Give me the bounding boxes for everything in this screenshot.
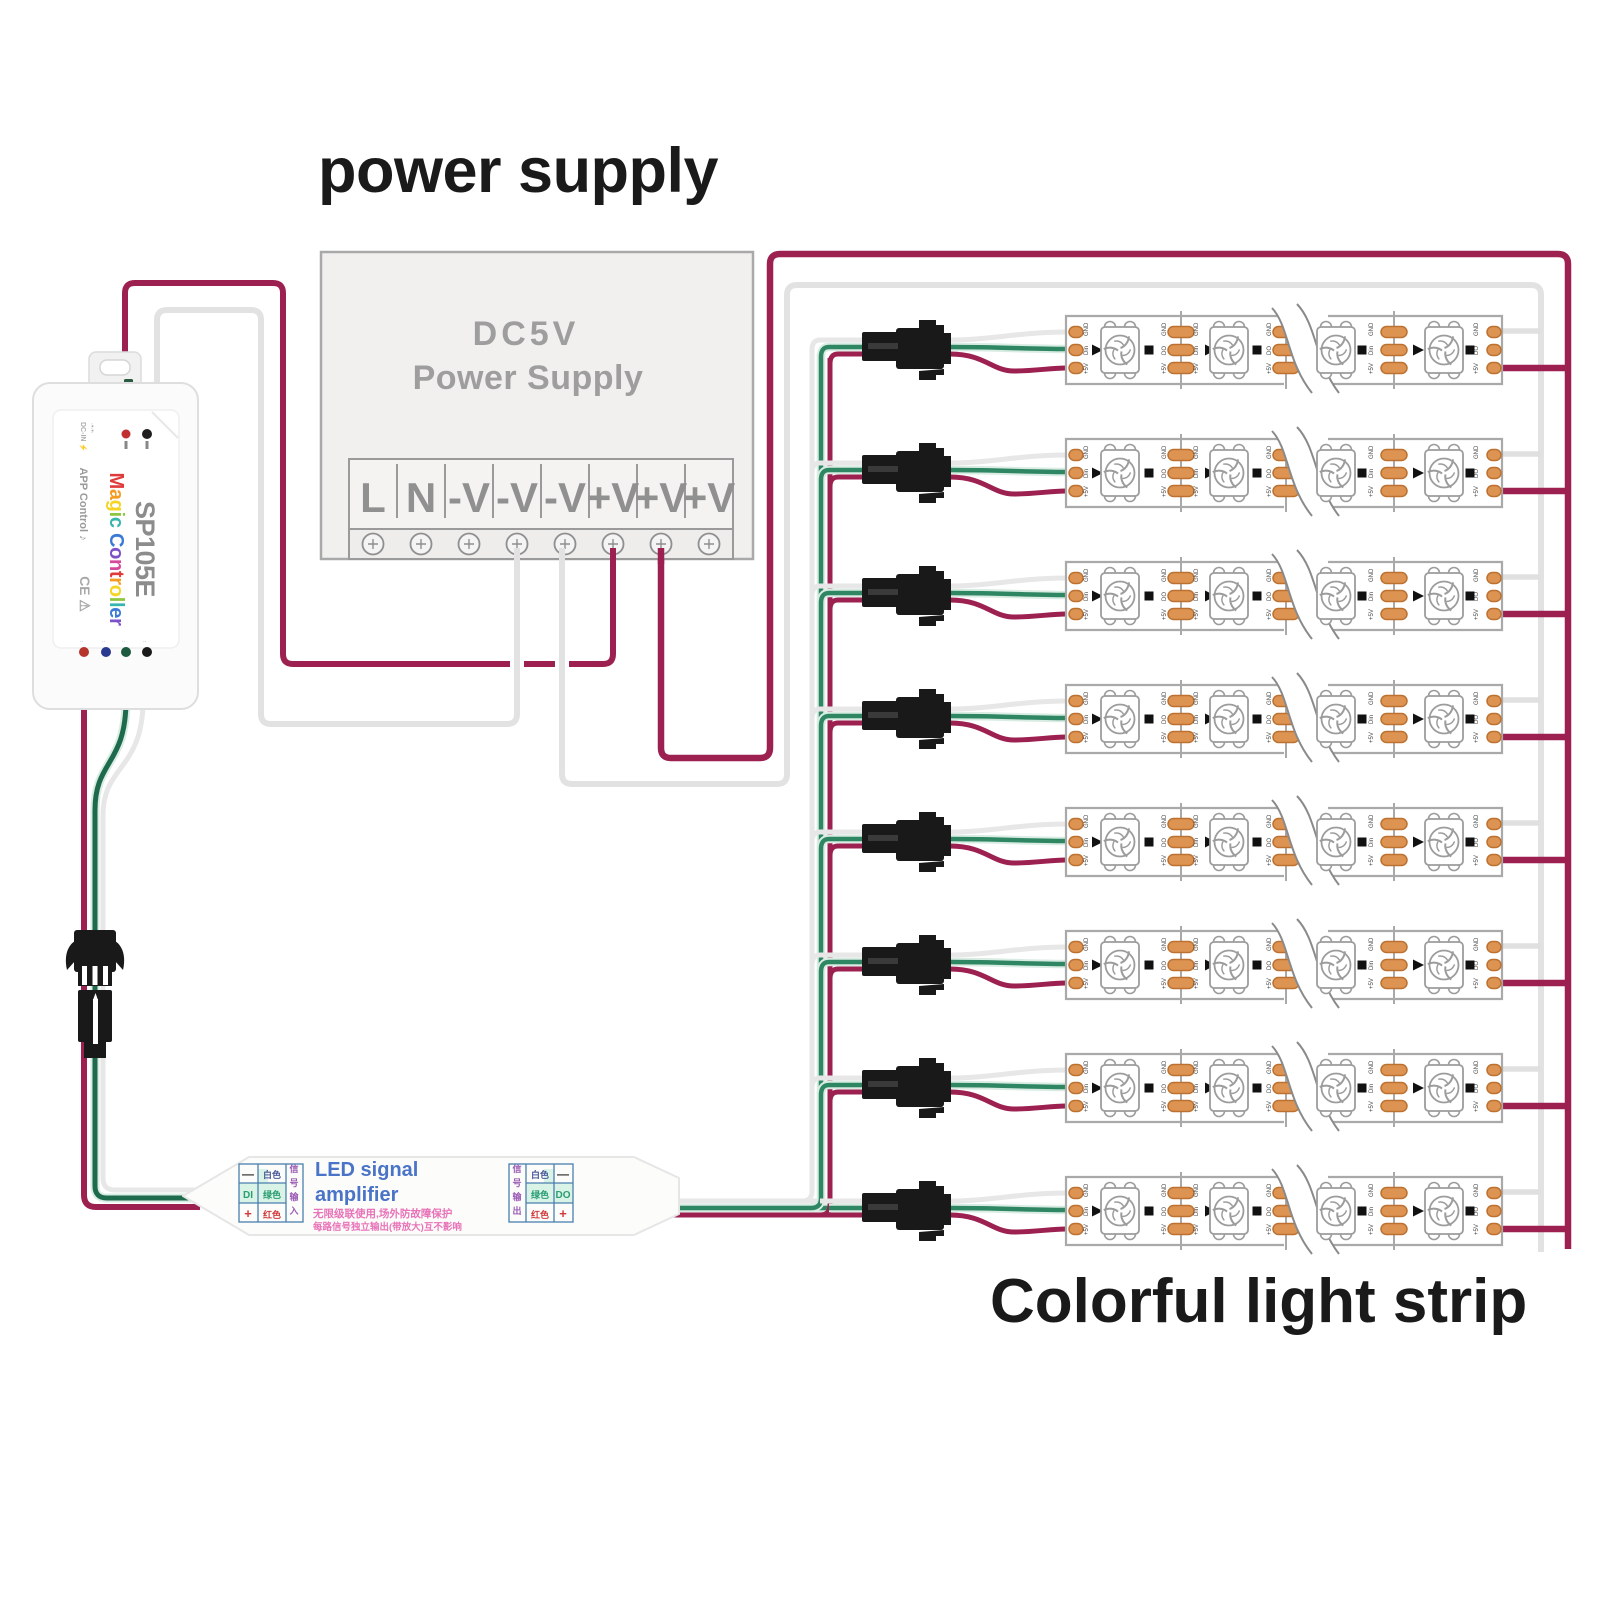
svg-text:白色: 白色 (531, 1169, 549, 1180)
svg-text:+V: +V (635, 474, 688, 521)
svg-text:CE ⚠: CE ⚠ (77, 576, 93, 612)
svg-text:—: — (242, 1167, 254, 1181)
svg-text:红色: 红色 (531, 1209, 549, 1220)
svg-text:DO: DO (556, 1190, 571, 1201)
svg-text:Magic Controller: Magic Controller (105, 472, 127, 626)
svg-text:∙∙: ∙∙ (122, 639, 125, 645)
svg-text:无限级联使用,场外防故障保护: 无限级联使用,场外防故障保护 (312, 1207, 452, 1220)
svg-text:SP105E: SP105E (130, 501, 160, 597)
svg-text:绿色: 绿色 (263, 1189, 281, 1200)
svg-text:红色: 红色 (263, 1209, 281, 1220)
svg-text:+V: +V (683, 474, 736, 521)
svg-text:DC5V: DC5V (473, 315, 580, 353)
svg-text:输: 输 (289, 1191, 299, 1202)
svg-text:DI: DI (243, 1190, 253, 1201)
svg-text:DC-IN ⚡: DC-IN ⚡ (79, 422, 88, 452)
svg-text:号: 号 (512, 1178, 521, 1188)
svg-text:LED signal: LED signal (315, 1159, 418, 1181)
svg-text:power supply: power supply (318, 136, 719, 206)
svg-text:-V: -V (544, 474, 586, 521)
svg-text:+: + (244, 1206, 252, 1221)
svg-text:Colorful light strip: Colorful light strip (990, 1267, 1527, 1336)
svg-text:Power Supply: Power Supply (413, 359, 644, 397)
svg-text:每路信号独立输出(带放大)互不影响: 每路信号独立输出(带放大)互不影响 (313, 1221, 462, 1233)
svg-text:N: N (406, 474, 436, 521)
svg-text:输: 输 (512, 1191, 522, 1202)
svg-text:+: + (559, 1206, 567, 1221)
svg-text:号: 号 (289, 1178, 298, 1188)
svg-text:+V: +V (587, 474, 640, 521)
svg-text:APP Control ♪: APP Control ♪ (77, 467, 89, 540)
svg-text:—: — (557, 1167, 569, 1181)
svg-text:绿色: 绿色 (531, 1189, 549, 1200)
svg-text:∙∙: ∙∙ (80, 639, 83, 645)
svg-text:入: 入 (288, 1206, 298, 1216)
svg-text:amplifier: amplifier (315, 1184, 399, 1206)
svg-text:信: 信 (289, 1163, 298, 1174)
svg-text:-V: -V (448, 474, 490, 521)
svg-text:∙•∙•∙: ∙•∙•∙ (88, 423, 95, 434)
svg-text:出: 出 (512, 1205, 521, 1216)
svg-text:信: 信 (512, 1163, 521, 1174)
svg-text:∙∙: ∙∙ (143, 639, 146, 645)
svg-text:-V: -V (496, 474, 538, 521)
svg-text:白色: 白色 (263, 1169, 281, 1180)
svg-text:L: L (360, 474, 386, 521)
svg-text:∙∙: ∙∙ (102, 639, 105, 645)
